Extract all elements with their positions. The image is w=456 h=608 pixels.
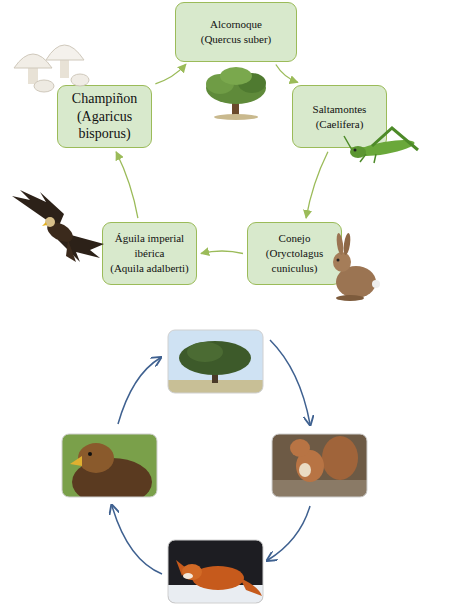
food-chain-arrow — [306, 152, 328, 218]
grasshopper-illustration — [344, 128, 418, 163]
oak-illustration — [206, 67, 266, 120]
latin-name: (Quercus suber) — [201, 32, 272, 47]
photo-frame — [168, 540, 263, 603]
common-name: Águila imperial ibérica — [108, 231, 191, 261]
species-box: Alcornoque(Quercus suber) — [175, 2, 297, 62]
photo-frame — [62, 434, 157, 497]
species-box: Águila imperial ibérica(Aquila adalberti… — [102, 222, 197, 285]
latin-name: (Agaricus bisporus) — [63, 108, 146, 143]
common-name: Saltamontes — [313, 102, 367, 117]
mushroom-illustration — [14, 45, 89, 92]
cycle-arrow — [270, 340, 310, 424]
photo-frame — [272, 434, 367, 497]
common-name: Alcornoque — [210, 17, 262, 32]
cycle-arrow — [118, 358, 160, 424]
rabbit-illustration — [333, 233, 380, 301]
fox-photo — [168, 540, 263, 603]
common-name: Champiñon — [72, 90, 137, 108]
latin-name: (Aquila adalberti) — [110, 261, 189, 276]
eagle-photo — [62, 434, 157, 497]
species-box: Saltamontes(Caelifera) — [292, 85, 387, 148]
cycle-arrow — [112, 506, 162, 574]
species-box: Champiñon(Agaricus bisporus) — [57, 85, 152, 148]
food-chain-arrow — [116, 152, 138, 218]
tree-photo — [168, 330, 263, 393]
food-chain-arrow — [155, 64, 186, 84]
common-name: Conejo — [279, 231, 311, 246]
latin-name: (Caelifera) — [316, 117, 364, 132]
species-box: Conejo(Oryctolagus cuniculus) — [247, 222, 342, 285]
cycle-arrow — [268, 506, 310, 560]
latin-name: (Oryctolagus cuniculus) — [253, 246, 336, 276]
food-chain-arrow — [276, 65, 298, 83]
photo-frame — [168, 330, 263, 393]
eagle-illustration — [12, 190, 104, 262]
squirrel-photo — [272, 434, 367, 497]
food-chain-arrow — [201, 251, 243, 254]
